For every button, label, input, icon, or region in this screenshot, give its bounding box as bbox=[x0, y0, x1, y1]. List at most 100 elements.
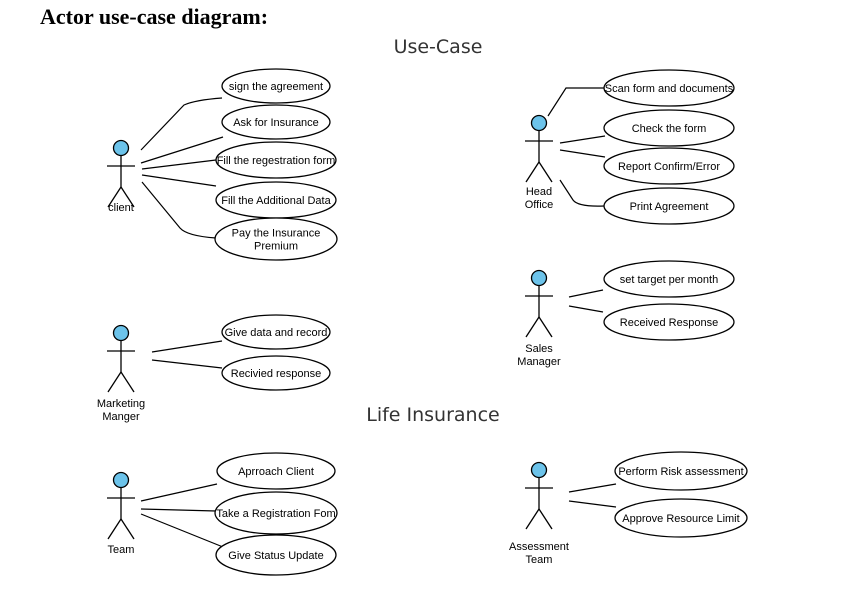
actor-left-leg bbox=[525, 508, 540, 530]
actor-right-leg bbox=[538, 508, 553, 530]
use-case-ellipse bbox=[614, 498, 748, 538]
use-case-client-2: Ask for Insurance bbox=[221, 104, 331, 140]
use-case-label: sign the agreement bbox=[229, 81, 323, 93]
actor-label-line: Manager bbox=[517, 356, 561, 368]
association-line bbox=[151, 340, 223, 353]
use-case-team-2: Take a Registration Fom bbox=[214, 491, 338, 535]
use-case-ellipse bbox=[214, 217, 338, 261]
use-case-label: Take a Registration Fom bbox=[216, 508, 335, 520]
actor-label-line: Marketing bbox=[97, 398, 145, 410]
use-case-label-line: Approve Resource Limit bbox=[622, 513, 739, 525]
use-case-client-1: sign the agreement bbox=[221, 68, 331, 104]
actor-label-line: Sales bbox=[525, 343, 553, 355]
association-line bbox=[141, 159, 217, 170]
association-line bbox=[568, 500, 617, 508]
association-line bbox=[141, 174, 217, 187]
actor-right-leg bbox=[538, 161, 553, 183]
use-case-label: Check the form bbox=[632, 123, 707, 135]
use-case-label-line: Premium bbox=[254, 241, 298, 253]
use-case-ellipse bbox=[603, 147, 735, 185]
actor-right-leg bbox=[120, 186, 135, 208]
actor-left-leg bbox=[107, 518, 122, 540]
actor-label-team: Team bbox=[108, 544, 135, 556]
actor-label-line: Team bbox=[526, 554, 553, 566]
use-case-label-line: sign the agreement bbox=[229, 81, 323, 93]
use-case-ellipse bbox=[214, 491, 338, 535]
actor-left-leg bbox=[107, 371, 122, 393]
use-case-ellipse bbox=[603, 109, 735, 147]
use-case-label: Print Agreement bbox=[630, 201, 709, 213]
use-case-ellipse bbox=[603, 69, 735, 107]
diagram-heading: Actor use-case diagram: bbox=[40, 4, 269, 29]
use-case-label-line: Ask for Insurance bbox=[233, 117, 319, 129]
use-case-client-4: Fill the Additional Data bbox=[215, 181, 337, 219]
association-line bbox=[559, 135, 606, 144]
actor-head-icon bbox=[530, 114, 548, 132]
use-case-sales-manager-1: set target per month bbox=[603, 260, 735, 298]
actor-head-icon bbox=[530, 461, 548, 479]
association-line bbox=[568, 289, 604, 298]
actor-head-icon bbox=[530, 269, 548, 287]
use-case-ellipse bbox=[603, 187, 735, 225]
actor-client: client bbox=[107, 139, 135, 214]
actor-label-line: Assessment bbox=[509, 541, 569, 553]
use-case-assessment-team-1: Perform Risk assessment bbox=[614, 451, 748, 491]
use-case-label: Received Response bbox=[620, 317, 718, 329]
use-case-label: Perform Risk assessment bbox=[618, 466, 743, 478]
use-case-ellipse bbox=[221, 68, 331, 104]
use-case-label-line: Pay the Insurance bbox=[232, 228, 321, 240]
use-case-head-office-2: Check the form bbox=[603, 109, 735, 147]
use-case-label-line: Give data and record bbox=[225, 327, 328, 339]
use-case-head-office-4: Print Agreement bbox=[603, 187, 735, 225]
use-case-label-line: Aprroach Client bbox=[238, 466, 314, 478]
use-case-label-line: Check the form bbox=[632, 123, 707, 135]
use-case-ellipse bbox=[603, 303, 735, 341]
actor-head-icon bbox=[112, 139, 130, 157]
association-line bbox=[151, 359, 223, 369]
use-case-client-3: Fill the regestration form bbox=[215, 141, 337, 179]
use-case-ellipse bbox=[221, 314, 331, 350]
use-case-label-line: Print Agreement bbox=[630, 201, 709, 213]
use-case-label: Ask for Insurance bbox=[233, 117, 319, 129]
use-case-marketing-manager-1: Give data and record bbox=[221, 314, 331, 350]
association-line bbox=[559, 179, 605, 207]
use-case-label-line: Fill the Additional Data bbox=[221, 195, 331, 207]
use-case-ellipse bbox=[221, 104, 331, 140]
actor-left-leg bbox=[525, 316, 540, 338]
actor-right-leg bbox=[120, 518, 135, 540]
use-case-label-line: Take a Registration Fom bbox=[216, 508, 335, 520]
association-line bbox=[140, 508, 217, 512]
use-case-label: Fill the regestration form bbox=[217, 155, 336, 167]
use-case-label: Give data and record bbox=[225, 327, 328, 339]
use-case-label-line: Perform Risk assessment bbox=[618, 466, 743, 478]
use-case-label: Recivied response bbox=[231, 368, 322, 380]
association-line bbox=[568, 483, 617, 493]
association-line bbox=[568, 305, 604, 313]
use-case-label-line: set target per month bbox=[620, 274, 718, 286]
use-case-team-3: Give Status Update bbox=[215, 534, 337, 576]
actor-label-line: Head bbox=[526, 186, 552, 198]
actor-left-leg bbox=[525, 161, 540, 183]
use-case-ellipse bbox=[216, 452, 336, 490]
use-case-ellipse bbox=[603, 260, 735, 298]
actor-head-icon bbox=[112, 471, 130, 489]
association-line bbox=[140, 97, 223, 151]
actor-team: Team bbox=[107, 471, 135, 556]
association-line bbox=[140, 513, 224, 548]
actor-label-line: Office bbox=[525, 199, 554, 211]
section-title-use-case: Use-Case bbox=[394, 36, 483, 58]
use-case-label-line: Recivied response bbox=[231, 368, 322, 380]
